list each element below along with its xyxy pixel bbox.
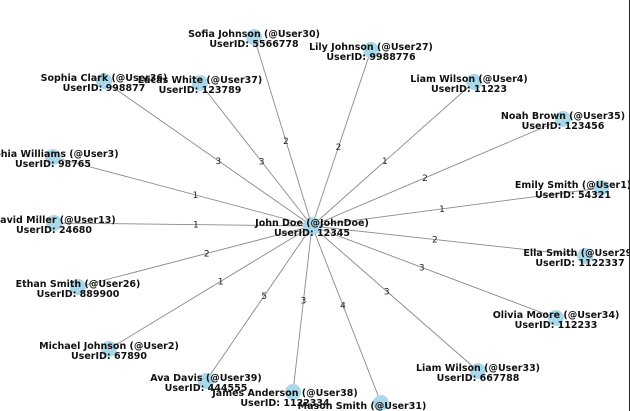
node-name-user27: Lily Johnson (@User27) (309, 42, 433, 53)
node-userid-user37: UserID: 123789 (159, 85, 242, 96)
edge-user26 (77, 225, 313, 288)
node-name-user33: Liam Wilson (@User33) (416, 363, 540, 374)
edge-user13 (53, 222, 313, 227)
node-userid-user38: UserID: 1122334 (240, 398, 330, 409)
edge-weight-user13: 1 (193, 221, 199, 231)
edge-weight-user27: 2 (336, 143, 342, 153)
node-userid-user1: UserID: 54321 (535, 190, 611, 201)
node-userid-user29: UserID: 1122337 (535, 258, 624, 269)
node-userid-user27: UserID: 9988776 (326, 52, 416, 63)
edge-user38 (292, 225, 313, 393)
edge-weight-user38: 3 (301, 297, 307, 307)
edge-user29 (311, 225, 586, 257)
node-name-user38: James Anderson (@User38) (211, 388, 357, 399)
node-name-user4: Liam Wilson (@User4) (410, 74, 527, 85)
edge-weight-user26: 2 (204, 249, 210, 259)
node-name-user29: Ella Smith (@User29) (523, 248, 630, 259)
edge-user36 (103, 80, 313, 227)
node-user2 (101, 341, 117, 357)
node-name-user39: Ava Davis (@User39) (150, 373, 262, 384)
edge-weight-user30: 2 (283, 137, 289, 147)
node-user13 (46, 215, 62, 231)
edge-weight-user1: 1 (439, 205, 445, 215)
edge-weight-user37: 3 (259, 158, 265, 168)
node-userid-user36: UserID: 998877 (63, 83, 146, 94)
node-name-user3: ophia Williams (@User3) (0, 149, 119, 160)
node-name-user37: Lucas White (@User37) (138, 75, 263, 86)
node-user36 (96, 73, 112, 89)
edge-weight-user4: 1 (382, 157, 388, 167)
node-name-user13: David Miller (@User13) (0, 215, 116, 226)
node-name-user35: Noah Brown (@User35) (501, 111, 625, 122)
node-name-user31: Mason Smith (@User31) (298, 401, 427, 411)
edge-user2 (108, 225, 313, 350)
node-user33 (470, 363, 486, 379)
node-user37 (192, 75, 208, 91)
node-layer (45, 29, 609, 411)
node-user3 (45, 149, 61, 165)
edge-weight-user2: 1 (218, 277, 224, 287)
node-name-user30: Sofia Johnson (@User30) (188, 29, 320, 40)
node-user31 (373, 395, 389, 411)
center-userid: UserID: 12345 (274, 228, 350, 239)
node-user26 (70, 279, 86, 295)
edge-user35 (311, 118, 564, 227)
node-userid-user26: UserID: 889900 (37, 289, 120, 300)
node-userid-user39: UserID: 444555 (165, 383, 248, 394)
node-user29 (577, 248, 593, 264)
node-name-user34: Olivia Moore (@User34) (493, 310, 620, 321)
edge-weight-user35: 2 (422, 174, 428, 184)
node-user38 (285, 384, 301, 400)
node-userid-user33: UserID: 667788 (437, 373, 520, 384)
node-user27 (363, 42, 379, 58)
edge-user30 (253, 36, 313, 227)
edge-weight-user31: 4 (340, 302, 346, 312)
edge-weight-user29: 2 (432, 236, 438, 246)
node-userid-user3: UserID: 98765 (15, 159, 91, 170)
node-userid-user4: UserID: 11223 (431, 84, 507, 95)
edge-user1 (311, 187, 602, 227)
node-user34 (548, 310, 564, 326)
node-user30 (246, 29, 262, 45)
edge-weight-user3: 1 (193, 191, 199, 201)
center-name: John Doe (@JohnDoe) (254, 218, 369, 229)
node-user1 (593, 180, 609, 196)
node-user35 (555, 111, 571, 127)
node-name-user1: Emily Smith (@User1) (515, 180, 630, 191)
edge-user37 (199, 82, 313, 227)
edge-user27 (311, 49, 372, 227)
node-name-user36: Sophia Clark (@User36) (41, 73, 168, 84)
node-userid-user30: UserID: 5566778 (209, 39, 299, 50)
edge-user39 (205, 225, 313, 382)
node-name-user26: Ethan Smith (@User26) (16, 279, 141, 290)
edge-weight-user39: 5 (261, 292, 267, 302)
edge-user3 (52, 156, 313, 227)
edge-weight-user33: 3 (384, 287, 390, 297)
node-userid-user13: UserID: 24680 (16, 225, 92, 236)
edge-layer: 2 2 1 2 1 2 3 3 4 3 5 1 2 1 1 3 3 (52, 36, 602, 404)
node-center (303, 217, 321, 235)
node-userid-user35: UserID: 123456 (522, 121, 605, 132)
edge-weight-user34: 3 (419, 263, 425, 273)
node-userid-user34: UserID: 112233 (515, 320, 598, 331)
node-userid-user2: UserID: 67890 (71, 351, 147, 362)
edge-weight-user36: 3 (216, 157, 222, 167)
node-name-user2: Michael Johnson (@User2) (39, 341, 179, 352)
edge-user33 (311, 225, 479, 372)
node-user4 (466, 74, 482, 90)
edge-user34 (311, 225, 557, 319)
edge-user31 (311, 225, 382, 404)
node-user39 (198, 373, 214, 389)
edge-user4 (311, 81, 475, 227)
